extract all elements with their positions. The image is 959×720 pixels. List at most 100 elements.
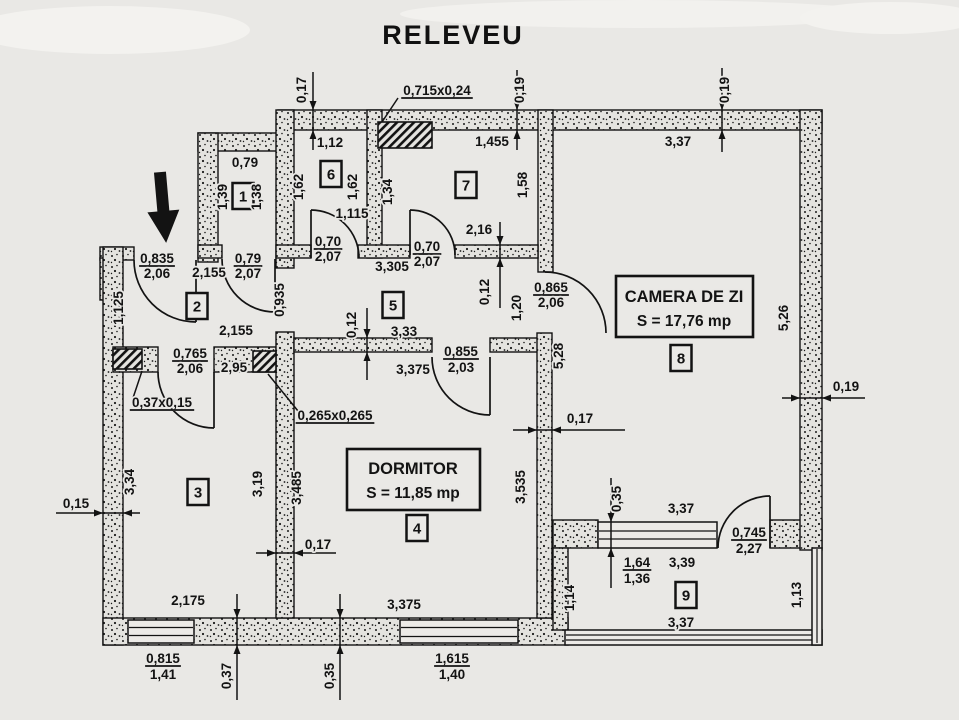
dim-112: 1,12	[317, 135, 343, 150]
dim-1455: 1,455	[475, 134, 509, 149]
room-number-8: 8	[669, 343, 693, 373]
leader-vent-b	[267, 373, 299, 412]
svg-text:6: 6	[327, 167, 335, 184]
svg-text:5: 5	[389, 298, 397, 315]
room-number-9: 9	[674, 580, 698, 610]
win-r3-h: 1,41	[150, 667, 177, 682]
balcony-parapet	[564, 629, 823, 646]
door-r1-h: 2,07	[235, 266, 261, 281]
svg-text:4: 4	[413, 521, 422, 538]
win-balc-w: 1,64	[624, 555, 651, 570]
dim-334: 3,34	[122, 468, 137, 495]
dim-015-left: 0,15	[63, 496, 90, 511]
dim-037-bot: 0,37	[219, 663, 234, 689]
room-number-1: 1	[231, 181, 255, 211]
room-number-3: 3	[186, 477, 210, 507]
wall-segment	[357, 244, 411, 259]
dim-337-liv: 3,37	[668, 501, 694, 516]
door-arc-room6	[310, 209, 360, 259]
dim-114: 1,14	[562, 584, 577, 611]
dim-019-right: 0,19	[833, 379, 859, 394]
dim-017-mid: 0,17	[305, 537, 331, 552]
room-number-2: 2	[185, 291, 209, 321]
dim-526: 5,26	[776, 304, 791, 331]
room-number-4: 4	[405, 513, 429, 543]
hatch-layer	[112, 121, 433, 373]
dimension-line	[513, 70, 521, 150]
dim-1125: 1,125	[111, 291, 126, 325]
door-arc-entrance	[133, 259, 197, 323]
door-dorm-w: 0,855	[444, 344, 478, 359]
dims-layer	[56, 68, 865, 700]
door-r6-h: 2,07	[315, 249, 341, 264]
vent-hatch	[252, 350, 277, 373]
wall-segment	[489, 337, 539, 353]
win-dorm-h: 1,40	[439, 667, 465, 682]
dim-134: 1,34	[380, 178, 395, 205]
dim-162-b: 1,62	[345, 174, 360, 200]
dim-337-top: 3,37	[665, 134, 691, 149]
door-dorm-h: 2,03	[448, 360, 475, 375]
wall-segment	[552, 519, 599, 549]
dim-139: 1,39	[215, 184, 230, 210]
dimension-line	[233, 594, 241, 700]
dimension-line	[336, 594, 344, 700]
room-name-dorm: DORMITOR	[368, 460, 458, 478]
svg-text:8: 8	[677, 351, 685, 368]
vent-size-a: 0,37x0,15	[132, 395, 193, 410]
dim-019-top-b: 0,19	[717, 77, 732, 103]
leader-flue	[381, 97, 399, 123]
dimension-line	[496, 222, 504, 308]
wall-segment	[552, 547, 569, 631]
dimension-line	[309, 72, 317, 150]
flue-hatch	[377, 121, 433, 149]
wall-segment	[275, 331, 295, 619]
dim-079-r1: 0,79	[232, 155, 258, 170]
door-r1-w: 0,79	[235, 251, 261, 266]
dim-138: 1,38	[249, 183, 264, 210]
wall-segment	[197, 132, 219, 263]
win-balc-h: 1,36	[624, 571, 651, 586]
win-r3-w: 0,815	[146, 651, 180, 666]
dim-019-top-a: 0,19	[512, 77, 527, 103]
dim-158: 1,58	[515, 171, 530, 198]
dim-035-balc: 0,35	[609, 485, 624, 512]
dimension-line	[56, 509, 140, 517]
dim-319: 3,19	[250, 471, 265, 497]
svg-text:9: 9	[682, 588, 690, 605]
door-liv-h: 2,06	[538, 295, 565, 310]
dim-3375-b: 3,375	[387, 597, 421, 612]
wall-segment	[537, 109, 554, 273]
dimension-line	[718, 68, 726, 152]
dim-162-a: 1,62	[291, 174, 306, 200]
windows-layer	[127, 521, 823, 646]
dim-339: 3,39	[669, 555, 695, 570]
vent-size-b: 0,265x0,265	[297, 408, 373, 423]
vent-hatch	[112, 348, 143, 370]
win-dorm-w: 1,615	[435, 651, 469, 666]
dimension-line	[782, 394, 865, 402]
bedroom-label-box	[345, 447, 482, 512]
room-numbers-layer: 1 2 3 4 5 6 7 8 9	[185, 159, 698, 610]
dim-017-top: 0,17	[294, 77, 309, 103]
dim-333: 3,33	[391, 324, 418, 339]
svg-text:3: 3	[194, 485, 202, 502]
door-arc-living	[544, 271, 607, 334]
dim-3485: 3,485	[289, 471, 304, 505]
dim-120: 1,20	[509, 295, 524, 321]
door-arc-room1	[221, 258, 276, 313]
dim-3535: 3,535	[513, 470, 528, 504]
door-arc-balcony	[717, 495, 771, 549]
dim-337-balc: 3,37	[668, 615, 694, 630]
window	[597, 521, 718, 549]
door-r6-w: 0,70	[315, 234, 341, 249]
svg-text:7: 7	[462, 178, 470, 195]
flue-size: 0,715x0,24	[403, 83, 471, 98]
dim-113: 1,13	[789, 581, 804, 608]
door-hall-w: 0,765	[173, 346, 207, 361]
dim-012-b: 0,12	[344, 312, 359, 338]
wall-segment	[275, 109, 295, 269]
dimension-line	[607, 478, 615, 588]
